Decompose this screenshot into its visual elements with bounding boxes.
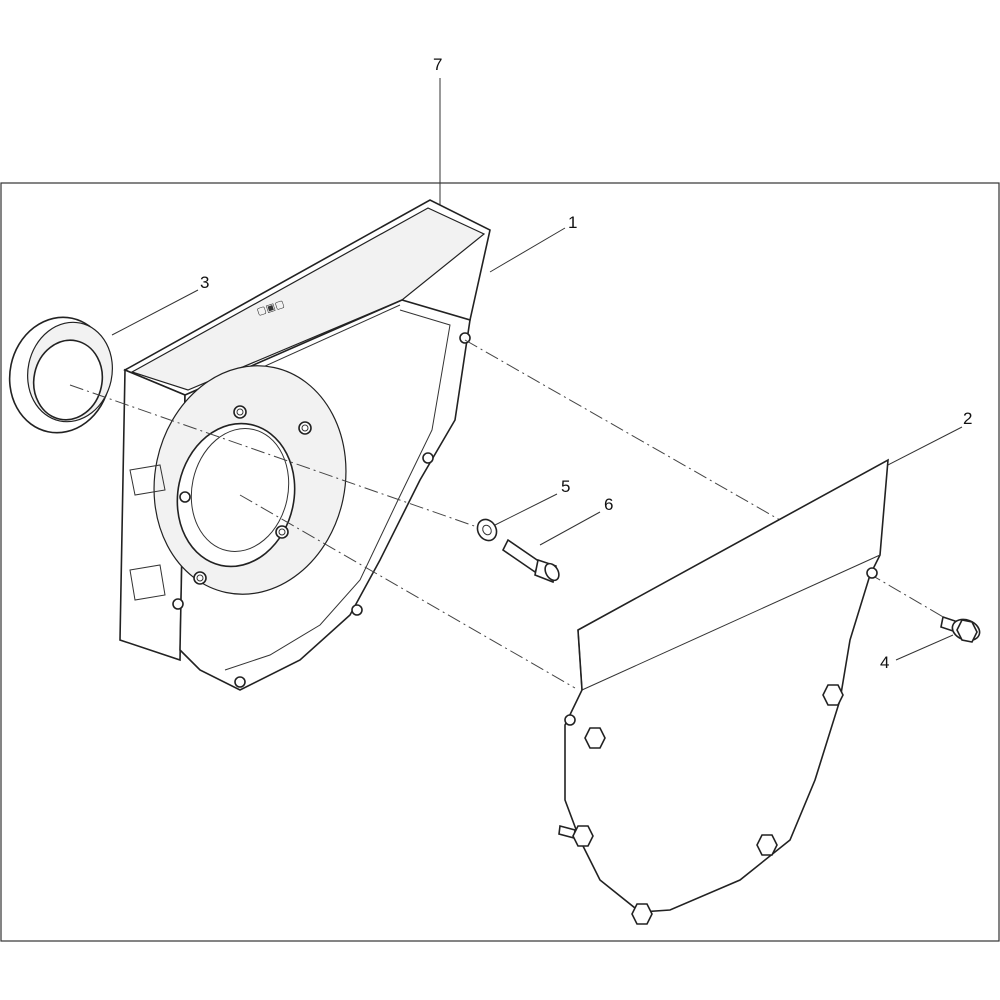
- hex-bolt: [756, 834, 778, 856]
- washer-part: 5: [476, 477, 570, 542]
- hex-bolt: [558, 824, 594, 847]
- callout-2-label: 2: [963, 409, 972, 428]
- hex-bolt: [631, 903, 653, 925]
- callout-7: 7: [433, 55, 442, 205]
- callout-1-label: 1: [568, 213, 577, 232]
- front-cover-part: 2: [558, 409, 972, 925]
- callout-3-label: 3: [200, 273, 209, 292]
- hex-bolt: [822, 684, 844, 706]
- hex-bolt: [584, 727, 606, 749]
- callout-4-label: 4: [880, 653, 889, 672]
- callout-6-label: 6: [604, 495, 613, 514]
- rear-housing-part: ▢▣▢: [119, 199, 491, 691]
- cap-screw-part: 6: [501, 495, 613, 584]
- callout-1: 1: [489, 213, 577, 273]
- alignment-line: [69, 384, 481, 529]
- oil-seal-part: 3: [8, 273, 209, 434]
- diagram-frame: [0, 182, 1000, 942]
- alignment-line: [464, 339, 781, 521]
- alignment-line: [867, 572, 946, 619]
- callout-7-label: 7: [433, 55, 442, 74]
- callout-5-label: 5: [561, 477, 570, 496]
- alignment-line: [239, 494, 576, 689]
- flange-bolt-part: 4: [880, 615, 981, 672]
